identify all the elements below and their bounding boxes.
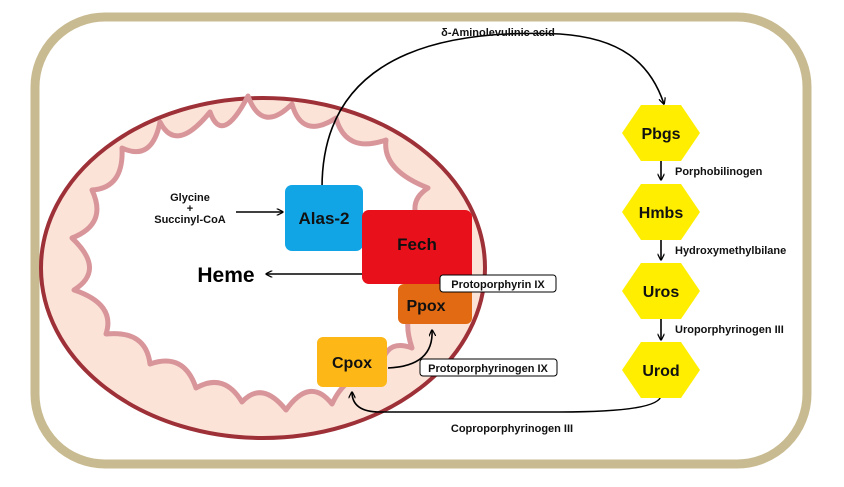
succinyl-coa-label: Succinyl-CoA bbox=[154, 214, 226, 226]
mitochondrial-matrix bbox=[69, 93, 435, 413]
alas2-box bbox=[285, 185, 363, 251]
hmbs-hexagon bbox=[622, 184, 700, 240]
uroporphyrinogen-label: Uroporphyrinogen III bbox=[675, 324, 784, 336]
ppox-label: Ppox bbox=[406, 298, 445, 315]
pbgs-hexagon bbox=[622, 105, 700, 161]
ppox-box bbox=[398, 284, 472, 324]
cpox-to-ppox-arrow bbox=[387, 330, 432, 369]
fech-label: Fech bbox=[397, 235, 437, 254]
porphobilinogen-label: Porphobilinogen bbox=[675, 166, 763, 178]
ala-export-arrow bbox=[321, 32, 664, 189]
hmbs-label: Hmbs bbox=[639, 205, 684, 222]
urod-hexagon bbox=[622, 342, 700, 398]
alas2-label: Alas-2 bbox=[298, 209, 349, 228]
cpox-box bbox=[317, 337, 387, 387]
urod-label: Urod bbox=[642, 363, 679, 380]
uros-label: Uros bbox=[643, 284, 680, 301]
protoporphyrinogen-label: Protoporphyrinogen IX bbox=[428, 363, 548, 375]
coproporphyrinogen-label: Coproporphyrinogen III bbox=[451, 423, 573, 435]
pbgs-label: Pbgs bbox=[641, 126, 680, 143]
protoporphyrin-box bbox=[439, 274, 557, 293]
uros-hexagon bbox=[622, 263, 700, 319]
hydroxymethylbilane-label: Hydroxymethylbilane bbox=[675, 245, 786, 257]
ala-label: δ-Aminolevulinic acid bbox=[441, 27, 555, 39]
glycine-label: Glycine bbox=[170, 192, 210, 204]
fech-box bbox=[362, 210, 472, 284]
protoporphyrin-label: Protoporphyrin IX bbox=[451, 279, 545, 291]
urod-to-cpox-arrow bbox=[352, 392, 662, 413]
plus-label: + bbox=[187, 203, 193, 215]
heme-label: Heme bbox=[197, 264, 254, 287]
protoporphyrinogen-box bbox=[419, 358, 558, 377]
cpox-label: Cpox bbox=[332, 355, 372, 372]
